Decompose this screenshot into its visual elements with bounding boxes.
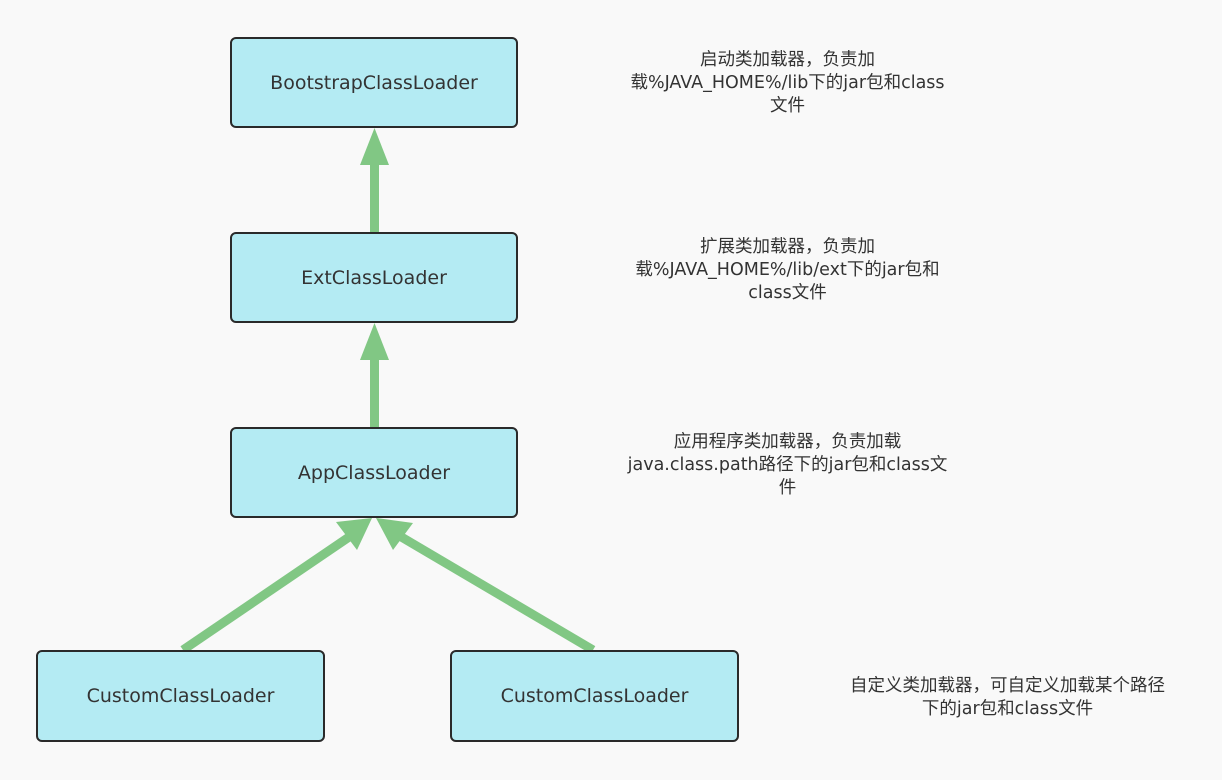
arrow-shaft-app-to-ext bbox=[370, 345, 379, 429]
node-custom-left-label: CustomClassLoader bbox=[86, 685, 275, 707]
note-app-line-3: 件 bbox=[778, 478, 797, 498]
note-bootstrap: 启动类加载器，负责加 载%JAVA_HOME%/lib下的jar包和class … bbox=[600, 49, 975, 118]
note-bootstrap-line-1: 启动类加载器，负责加 bbox=[700, 50, 875, 70]
node-custom-class-loader-left: CustomClassLoader bbox=[36, 650, 325, 742]
arrow-head-app-to-ext bbox=[360, 323, 389, 360]
note-custom: 自定义类加载器，可自定义加载某个路径 下的jar包和class文件 bbox=[820, 675, 1195, 721]
note-ext: 扩展类加载器，负责加 载%JAVA_HOME%/lib/ext下的jar包和 c… bbox=[600, 236, 975, 305]
node-bootstrap-label: BootstrapClassLoader bbox=[270, 71, 478, 94]
note-app: 应用程序类加载器，负责加载 java.class.path路径下的jar包和cl… bbox=[600, 431, 975, 500]
arrow-shaft-custom-left-to-app bbox=[180, 531, 355, 654]
note-ext-line-1: 扩展类加载器，负责加 bbox=[700, 237, 875, 257]
node-custom-class-loader-right: CustomClassLoader bbox=[450, 650, 739, 742]
note-ext-line-2: 载%JAVA_HOME%/lib/ext下的jar包和 bbox=[635, 260, 940, 280]
node-ext-label: ExtClassLoader bbox=[301, 266, 447, 289]
arrow-head-ext-to-bootstrap bbox=[360, 128, 389, 165]
note-bootstrap-line-2: 载%JAVA_HOME%/lib下的jar包和class bbox=[630, 73, 945, 93]
node-app-label: AppClassLoader bbox=[297, 461, 451, 484]
note-custom-line-1: 自定义类加载器，可自定义加载某个路径 bbox=[850, 676, 1165, 696]
node-bootstrap-class-loader: BootstrapClassLoader bbox=[230, 37, 518, 128]
node-app-class-loader: AppClassLoader bbox=[230, 427, 518, 518]
node-ext-class-loader: ExtClassLoader bbox=[230, 232, 518, 323]
note-bootstrap-line-3: 文件 bbox=[770, 96, 805, 116]
node-custom-right-label: CustomClassLoader bbox=[500, 685, 689, 707]
note-app-line-2: java.class.path路径下的jar包和class文 bbox=[627, 455, 948, 475]
arrow-head-custom-right-to-app bbox=[376, 518, 413, 550]
note-custom-line-2: 下的jar包和class文件 bbox=[921, 699, 1094, 719]
arrow-shaft-ext-to-bootstrap bbox=[370, 150, 379, 234]
note-ext-line-3: class文件 bbox=[748, 283, 827, 303]
arrow-head-custom-left-to-app bbox=[336, 518, 372, 550]
arrow-shaft-custom-right-to-app bbox=[395, 531, 596, 654]
note-app-line-1: 应用程序类加载器，负责加载 bbox=[673, 432, 902, 452]
